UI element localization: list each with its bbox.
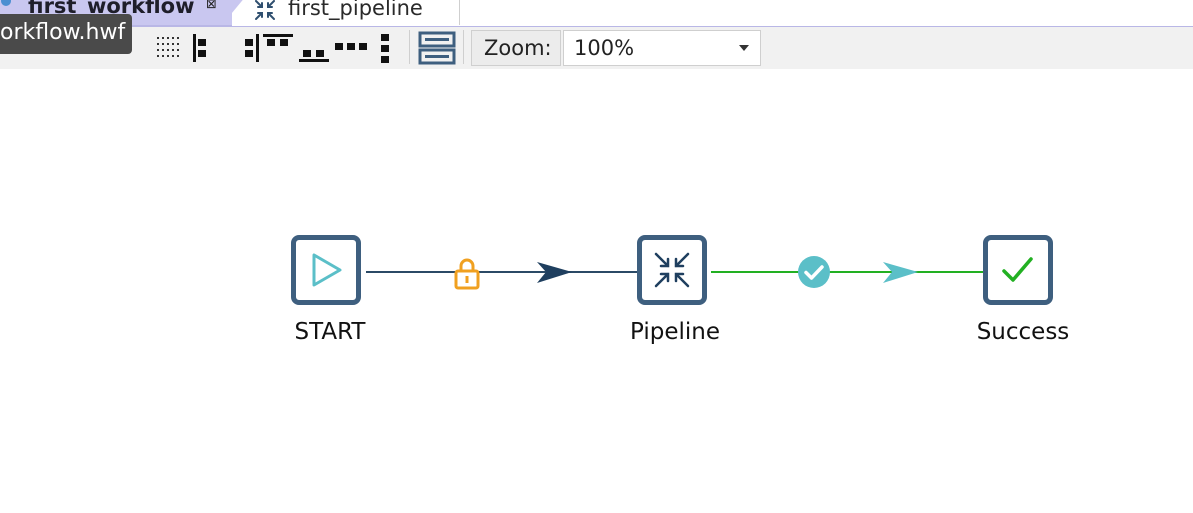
distribute-vertical-icon[interactable] (378, 32, 394, 66)
node-success[interactable] (983, 235, 1053, 305)
node-start[interactable] (291, 235, 361, 305)
tab-first-workflow-label: first_workflow (28, 0, 195, 18)
toolbar-separator (463, 30, 464, 64)
align-bottom-icon[interactable] (298, 44, 330, 64)
node-success-label: Success (976, 319, 1070, 345)
align-top-icon[interactable] (262, 33, 294, 53)
hop-arrow-icon (883, 262, 918, 283)
snap-to-grid-icon[interactable] (155, 35, 185, 61)
tab-first-pipeline-label: first_pipeline (288, 0, 423, 20)
distribute-horizontal-icon[interactable] (333, 40, 369, 54)
toolbar-separator (409, 30, 410, 64)
hop-arrow-icon (537, 262, 572, 283)
file-tooltip: orkflow.hwf (0, 14, 133, 54)
tab-close-icon[interactable]: ⊠ (206, 0, 217, 12)
lock-icon[interactable] (452, 256, 482, 292)
tab-first-pipeline[interactable] (248, 0, 460, 25)
checkmark-icon (1002, 257, 1033, 282)
pipeline-tab-icon (255, 0, 275, 20)
chevron-down-icon[interactable] (739, 45, 749, 51)
zoom-label: Zoom: (471, 30, 561, 66)
workflow-icon (1, 0, 11, 6)
check-circle-icon[interactable] (797, 255, 831, 289)
align-right-icon[interactable] (240, 33, 262, 63)
zoom-select[interactable]: 100% (563, 30, 761, 66)
align-left-icon[interactable] (190, 33, 210, 63)
tab-active-edge (222, 0, 246, 25)
pipeline-icon (654, 252, 690, 288)
play-icon (312, 253, 342, 287)
editor-tab-bar: first_workflow ⊠ first_pipeline (0, 0, 1193, 26)
node-pipeline[interactable] (637, 235, 707, 305)
layout-icon[interactable] (418, 31, 456, 65)
node-start-label: START (294, 319, 366, 345)
node-pipeline-label: Pipeline (629, 319, 720, 345)
